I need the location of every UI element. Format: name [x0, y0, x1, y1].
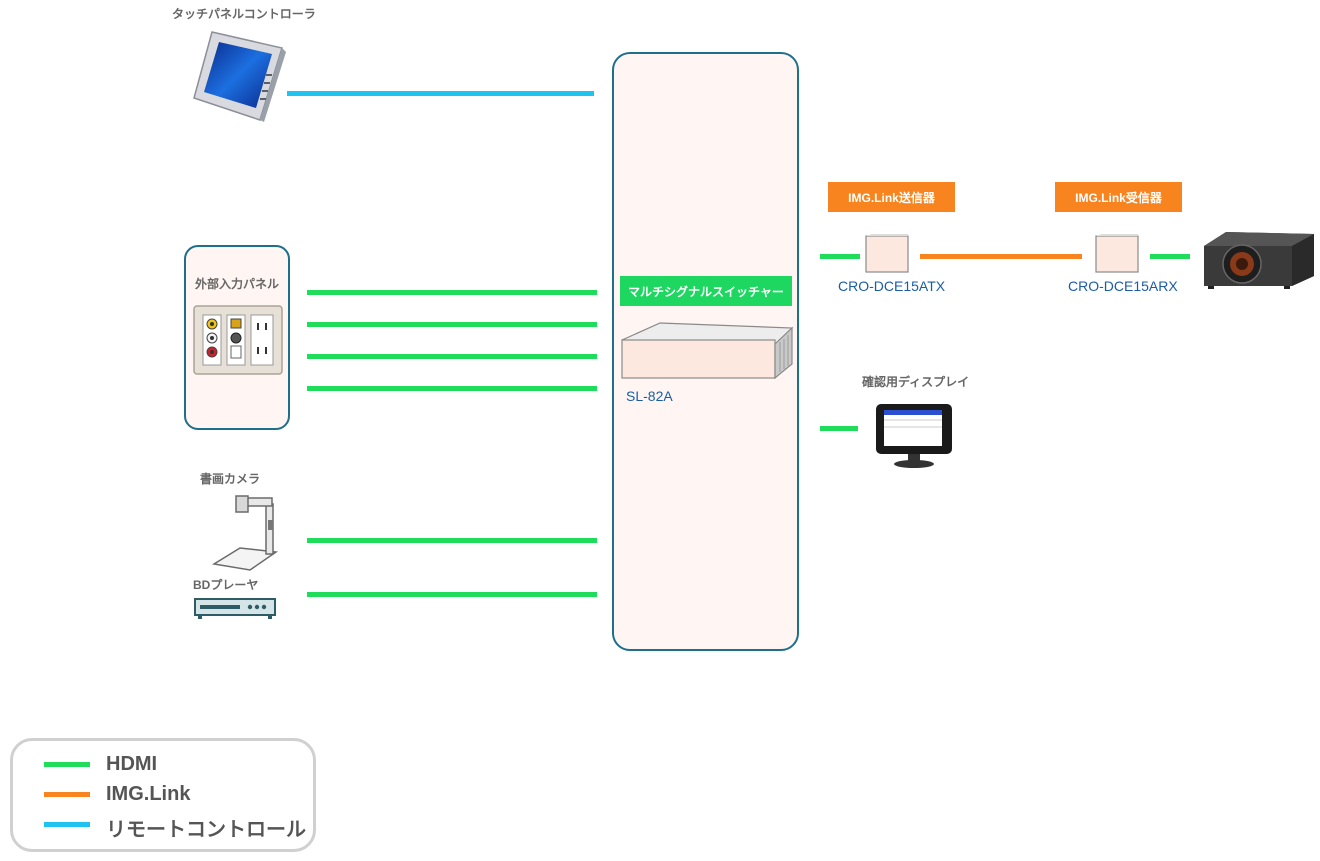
legend-remote-label: リモートコントロール [106, 819, 306, 841]
legend-imglink-swatch [44, 792, 90, 797]
switcher-badge: マルチシグナルスイッチャー [620, 276, 792, 306]
legend-hdmi-swatch [44, 762, 90, 767]
bd-player-label: BDプレーヤ [193, 578, 259, 592]
hdmi-line-input-4 [307, 386, 597, 391]
receiver-device-icon [1095, 234, 1139, 273]
wall-plate-icon [193, 305, 283, 375]
legend-hdmi-label: HDMI [106, 753, 158, 775]
bd-player-icon [194, 598, 276, 619]
hdmi-line-to-display [820, 426, 858, 431]
projector-icon [1204, 232, 1314, 289]
hdmi-line-to-projector [1150, 254, 1190, 259]
hdmi-line-input-3 [307, 354, 597, 359]
input-panel-label: 外部入力パネル [195, 277, 280, 291]
hdmi-line-bd-player [307, 592, 597, 597]
touch-panel-icon [193, 31, 286, 122]
receiver-badge: IMG.Link受信器 [1055, 182, 1182, 212]
imglink-line [920, 254, 1082, 259]
hdmi-line-to-transmitter [820, 254, 860, 259]
document-camera-icon [211, 495, 279, 571]
transmitter-badge: IMG.Link送信器 [828, 182, 955, 212]
receiver-model: CRO-DCE15ARX [1068, 278, 1178, 294]
switcher-device-icon [621, 322, 794, 380]
hdmi-line-input-1 [307, 290, 597, 295]
hdmi-line-doc-camera [307, 538, 597, 543]
monitor-icon [876, 404, 952, 468]
touch-panel-label: タッチパネルコントローラ [172, 7, 316, 21]
legend-imglink-label: IMG.Link [106, 783, 191, 805]
remote-line-touch-panel [287, 91, 594, 96]
doc-camera-label: 書画カメラ [200, 472, 261, 486]
switcher-model: SL-82A [626, 388, 673, 404]
transmitter-model: CRO-DCE15ATX [838, 278, 946, 294]
legend-remote-swatch [44, 822, 90, 827]
display-label: 確認用ディスプレイ [862, 375, 970, 389]
hdmi-line-input-2 [307, 322, 597, 327]
transmitter-device-icon [865, 234, 909, 273]
